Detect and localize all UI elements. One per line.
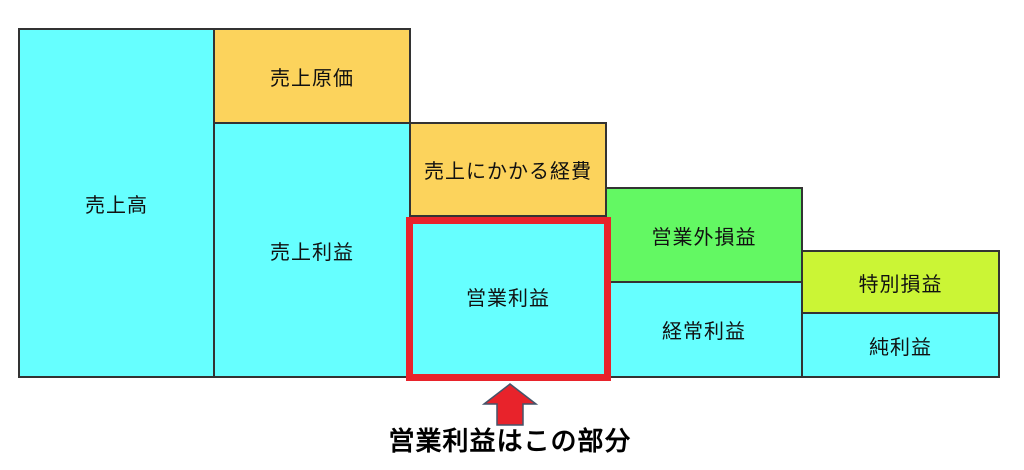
box-sales: 売上高 [18, 28, 215, 378]
box-selling-expenses: 売上にかかる経費 [409, 122, 607, 217]
box-operating-profit: 営業利益 [409, 215, 607, 378]
box-cost-of-sales: 売上原価 [213, 28, 411, 124]
box-selling-expenses-label: 売上にかかる経費 [424, 161, 592, 183]
box-ordinary-profit: 経常利益 [605, 281, 803, 378]
up-arrow-icon [480, 382, 540, 426]
up-arrow-shape [481, 383, 539, 426]
box-ordinary-profit-label: 経常利益 [662, 321, 746, 343]
box-non-operating-gains-losses: 営業外損益 [605, 187, 803, 283]
caption: 営業利益はこの部分 [388, 426, 632, 456]
box-net-profit-label: 純利益 [869, 336, 932, 359]
box-extraordinary-gains-losses: 特別損益 [801, 250, 1000, 314]
box-gross-profit: 売上利益 [213, 122, 411, 378]
box-operating-profit-label: 営業利益 [466, 288, 550, 310]
box-non-operating-gains-losses-label: 営業外損益 [651, 226, 757, 249]
box-cost-of-sales-label: 売上原価 [270, 67, 354, 90]
box-net-profit: 純利益 [801, 312, 1000, 378]
box-sales-label: 売上高 [85, 194, 148, 217]
box-extraordinary-gains-losses-label: 特別損益 [858, 273, 943, 296]
box-gross-profit-label: 売上利益 [270, 241, 354, 264]
